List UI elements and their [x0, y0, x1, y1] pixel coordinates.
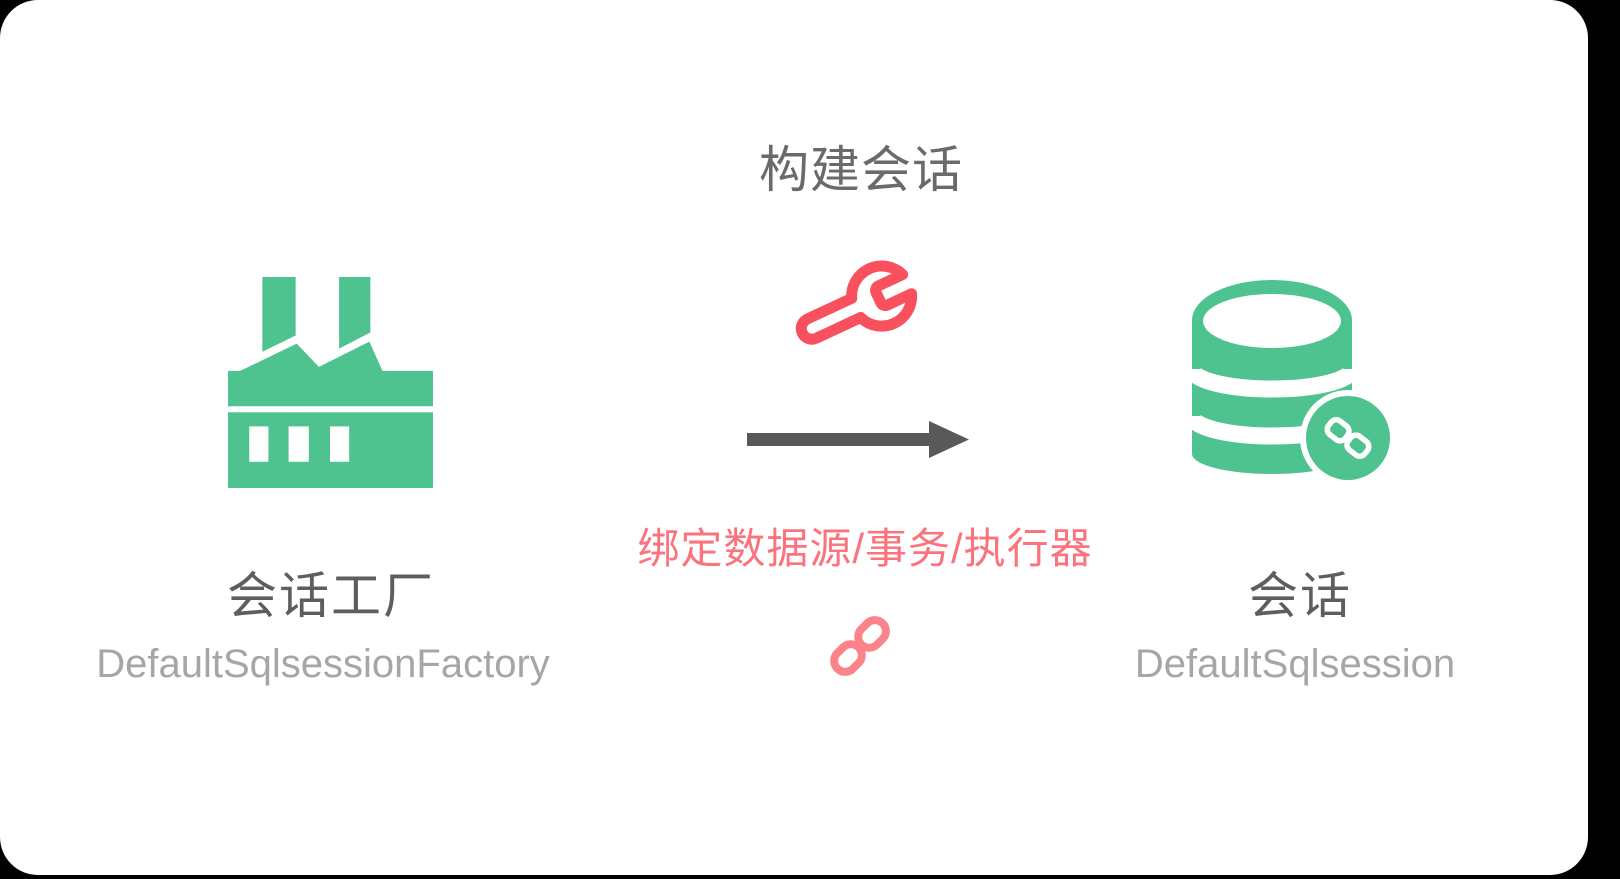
arrow-right-icon — [747, 421, 969, 458]
left-node-sublabel: DefaultSqlsessionFactory — [96, 642, 550, 686]
left-node-label: 会话工厂 — [227, 568, 435, 624]
right-node-label: 会话 — [1248, 568, 1352, 624]
factory-icon — [228, 277, 433, 488]
annotation-text: 绑定数据源/事务/执行器 — [637, 525, 1093, 572]
diagram-title: 构建会话 — [759, 142, 963, 198]
link-icon — [830, 616, 890, 676]
database-link-icon — [1190, 280, 1396, 486]
right-node-sublabel: DefaultSqlsession — [1134, 642, 1456, 686]
slide-card: 构建会话 会话工厂 DefaultSqlsessionFactory 绑定数据源… — [0, 0, 1588, 875]
wrench-icon — [795, 260, 918, 345]
